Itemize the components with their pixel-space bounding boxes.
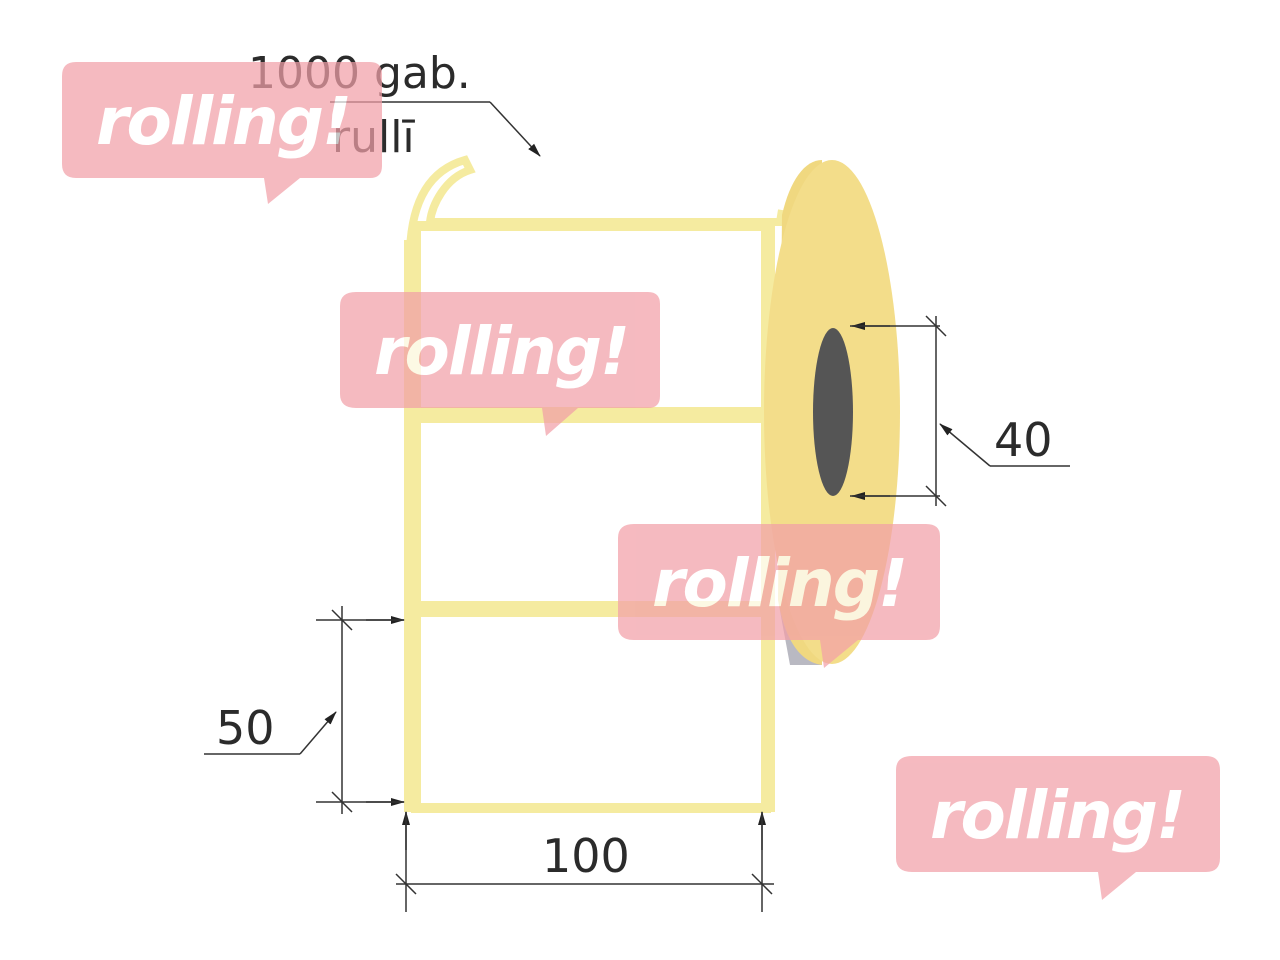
dimension-width: 100 [395,811,774,912]
core-diameter-label: 40 [994,413,1053,467]
strip-top-curl [406,155,786,251]
watermark-text: rolling! [652,545,906,622]
core-hole [813,328,853,496]
watermark-3: rolling! [618,524,940,668]
watermark-text: rolling! [930,777,1184,854]
watermark-2: rolling! [340,292,660,436]
watermark-text: rolling! [96,83,350,160]
watermark-text: rolling! [374,313,628,390]
label-height-label: 50 [216,701,275,755]
label-width-label: 100 [542,829,630,883]
dimension-height: 50 [204,606,405,814]
label-strip [404,155,786,813]
roll-shadow [778,600,822,665]
dimension-core: 40 [850,315,1070,507]
watermark-1: rolling! [62,62,382,204]
label-3 [411,607,771,813]
watermark-4: rolling! [896,756,1220,900]
